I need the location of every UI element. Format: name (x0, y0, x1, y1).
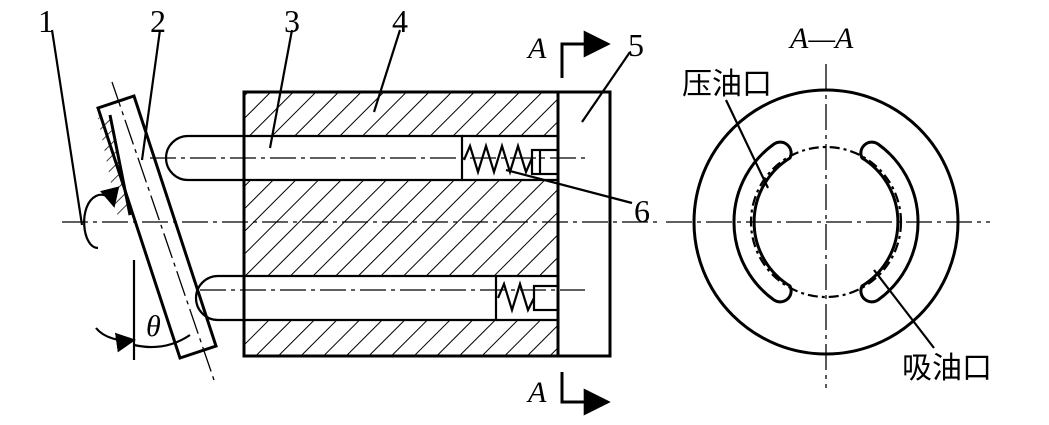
section-marker-bottom (560, 372, 611, 416)
leader-6 (505, 168, 633, 205)
upper-piston (150, 134, 585, 182)
leader-2 (140, 29, 162, 161)
label-part-4: 4 (392, 3, 408, 39)
label-section-view: A—A (788, 22, 854, 55)
shaft-rotation-arrow (83, 186, 120, 250)
section-view-disc (666, 64, 990, 388)
leader-3 (268, 29, 294, 149)
label-part-3: 3 (284, 3, 300, 39)
label-part-2: 2 (150, 3, 166, 39)
label-part-5: 5 (628, 27, 644, 63)
pressure-port-slot (732, 140, 793, 304)
label-part-1: 1 (38, 3, 54, 39)
label-section-top: A (526, 32, 547, 65)
swash-plate (96, 81, 218, 381)
label-section-bottom: A (526, 376, 547, 409)
swash-angle-arrow (95, 327, 136, 353)
label-part-6: 6 (634, 193, 650, 229)
valve-plate (556, 90, 612, 358)
label-angle: θ (146, 310, 161, 343)
cylinder-block (170, 90, 560, 358)
leader-1 (50, 29, 84, 226)
leader-4 (372, 29, 402, 113)
label-pressure-port: 压油口 (682, 67, 772, 102)
section-marker-top (560, 30, 611, 78)
suction-port-slot (859, 140, 920, 304)
label-suction-port: 吸油口 (902, 351, 992, 386)
leader-5 (581, 51, 631, 123)
